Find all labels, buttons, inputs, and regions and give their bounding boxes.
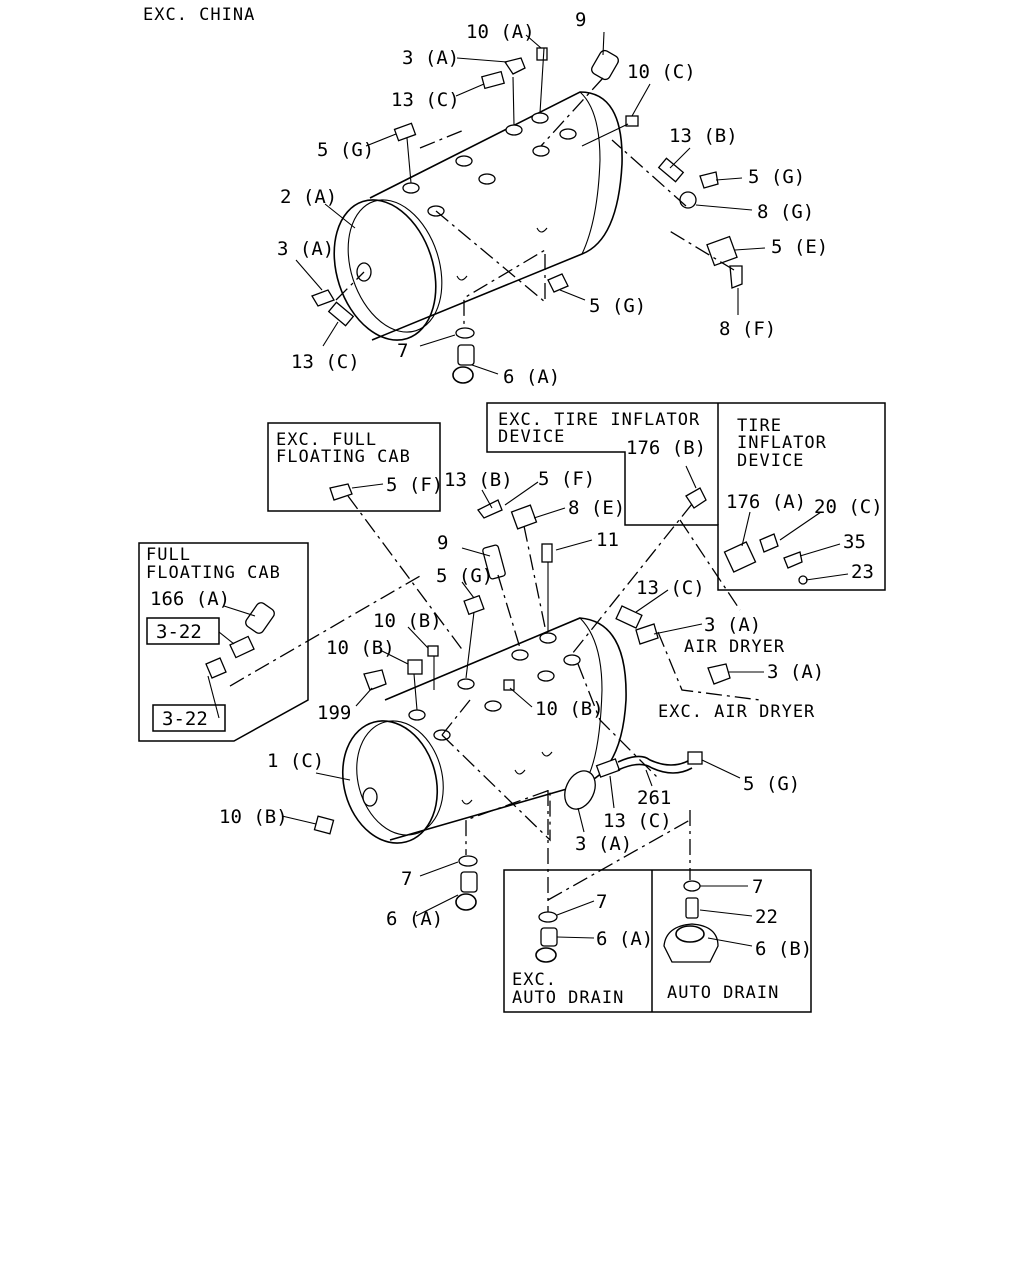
fittings-top — [311, 47, 743, 384]
callout-3-22-ref-1: 3-22 — [156, 621, 202, 643]
callout-8e-bottom: 8 (E) — [568, 497, 625, 519]
air-tank-top — [333, 91, 623, 341]
callout-23-bottom: 23 — [851, 561, 874, 583]
callout-10a-top: 10 (A) — [466, 21, 535, 43]
callout-13c-top-2: 13 (C) — [291, 351, 360, 373]
section-label-air-dryer: AIR DRYER — [684, 637, 785, 657]
leader-lines-bottom — [229, 495, 761, 912]
callout-3-22-ref-2: 3-22 — [162, 708, 208, 730]
callout-6a-top: 6 (A) — [503, 366, 560, 388]
callout-3a-bottom-2: 3 (A) — [767, 661, 824, 683]
callout-5g-top-1: 5 (G) — [317, 139, 374, 161]
callout-10b-bottom-4: 10 (B) — [219, 806, 288, 828]
leader-lines-top — [335, 47, 735, 325]
svg-text:AUTO DRAIN: AUTO DRAIN — [512, 988, 624, 1008]
fittings-bottom — [205, 483, 808, 963]
callout-5g-top-2: 5 (G) — [748, 166, 805, 188]
box-exc-full-floating-cab: EXC. FULL FLOATING CAB — [267, 422, 441, 512]
callout-13c-bottom-1: 13 (C) — [636, 577, 705, 599]
svg-text:EXC. FULL: EXC. FULL — [276, 430, 377, 450]
callout-lines-bottom — [207, 465, 849, 947]
callout-35-bottom: 35 — [843, 531, 866, 553]
callout-1c-bottom: 1 (C) — [267, 750, 324, 772]
svg-text:FULL: FULL — [146, 545, 191, 565]
callout-9-top: 9 — [575, 9, 586, 31]
callout-7-bottom-3: 7 — [752, 876, 763, 898]
callout-5f-bottom-2: 5 (F) — [538, 468, 595, 490]
callout-5e-top: 5 (E) — [771, 236, 828, 258]
callout-5f-bottom-1: 5 (F) — [386, 474, 443, 496]
callout-10b-bottom-1: 10 (B) — [373, 610, 442, 632]
svg-text:INFLATOR: INFLATOR — [737, 433, 827, 453]
svg-text:FLOATING CAB: FLOATING CAB — [146, 563, 281, 583]
callout-2a-top: 2 (A) — [280, 186, 337, 208]
callout-3a-bottom-3: 3 (A) — [575, 833, 632, 855]
svg-text:DEVICE: DEVICE — [498, 427, 565, 447]
callout-8f-top: 8 (F) — [719, 318, 776, 340]
svg-text:TIRE: TIRE — [737, 416, 782, 436]
box-drain: EXC. AUTO DRAIN AUTO DRAIN — [503, 869, 812, 1013]
section-label-exc-air-dryer: EXC. AIR DRYER — [658, 702, 815, 722]
callout-13b-top: 13 (B) — [669, 125, 738, 147]
callout-6b-bottom: 6 (B) — [755, 938, 812, 960]
callout-199-bottom: 199 — [317, 702, 351, 724]
callout-10c-top: 10 (C) — [627, 61, 696, 83]
callout-166a-bottom: 166 (A) — [150, 588, 230, 610]
callout-lines-top — [295, 31, 766, 375]
callout-5g-top-3: 5 (G) — [589, 295, 646, 317]
callout-11-bottom: 11 — [596, 529, 619, 551]
callout-5g-bottom-2: 5 (G) — [743, 773, 800, 795]
svg-text:AUTO DRAIN: AUTO DRAIN — [667, 983, 779, 1003]
callout-176a-bottom: 176 (A) — [726, 491, 806, 513]
callout-10b-bottom-2: 10 (B) — [326, 637, 395, 659]
callout-3a-top-2: 3 (A) — [277, 238, 334, 260]
callout-6a-bottom-1: 6 (A) — [386, 908, 443, 930]
callout-13c-bottom-2: 13 (C) — [603, 810, 672, 832]
svg-text:FLOATING CAB: FLOATING CAB — [276, 447, 411, 467]
callout-7-top: 7 — [397, 340, 408, 362]
svg-text:EXC.: EXC. — [512, 970, 557, 990]
svg-text:EXC. TIRE INFLATOR: EXC. TIRE INFLATOR — [498, 410, 700, 430]
tank-ports-bottom — [408, 632, 581, 805]
callout-22-bottom: 22 — [755, 906, 778, 928]
box-full-floating-cab: FULL FLOATING CAB — [138, 542, 309, 742]
callout-7-bottom-2: 7 — [596, 891, 607, 913]
box-tire-inflator: EXC. TIRE INFLATOR DEVICE TIRE INFLATOR … — [486, 402, 886, 591]
callout-261-bottom: 261 — [637, 787, 671, 809]
callout-5g-bottom-1: 5 (G) — [436, 565, 493, 587]
callout-20c-bottom: 20 (C) — [814, 496, 883, 518]
callout-13c-top-1: 13 (C) — [391, 89, 460, 111]
callout-7-bottom-1: 7 — [401, 868, 412, 890]
callout-3a-top-1: 3 (A) — [402, 47, 459, 69]
callout-6a-bottom-2: 6 (A) — [596, 928, 653, 950]
callout-13b-bottom: 13 (B) — [444, 469, 513, 491]
callout-9-bottom: 9 — [437, 532, 448, 554]
svg-text:DEVICE: DEVICE — [737, 451, 804, 471]
callout-8g-top: 8 (G) — [757, 201, 814, 223]
callout-10b-bottom-3: 10 (B) — [535, 698, 604, 720]
section-label-exc-china: EXC. CHINA — [143, 5, 255, 25]
callout-3a-bottom-1: 3 (A) — [704, 614, 761, 636]
callout-176b-bottom: 176 (B) — [626, 437, 706, 459]
